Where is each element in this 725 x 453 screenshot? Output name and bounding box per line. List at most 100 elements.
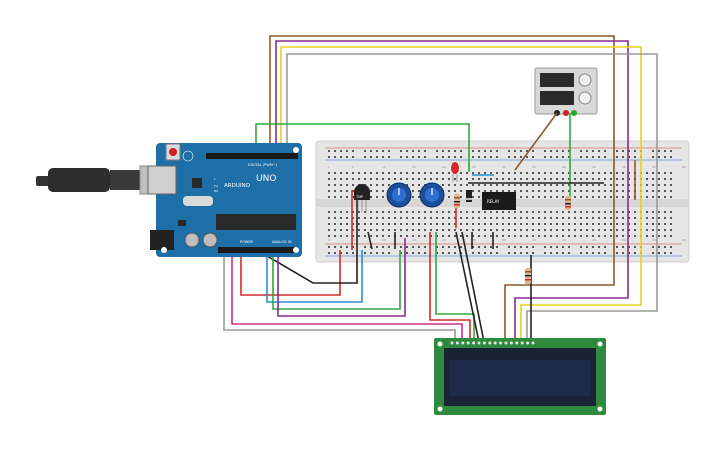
- breadboard-hole: [646, 172, 648, 174]
- breadboard-hole: [472, 211, 474, 213]
- breadboard-hole: [544, 217, 546, 219]
- breadboard-hole: [334, 184, 336, 186]
- breadboard-hole: [442, 184, 444, 186]
- breadboard-hole: [346, 252, 348, 254]
- breadboard-hole: [520, 172, 522, 174]
- breadboard-hole: [670, 252, 672, 254]
- breadboard-hole: [532, 217, 534, 219]
- breadboard-hole: [328, 184, 330, 186]
- resistor-2[interactable]: [565, 196, 571, 210]
- breadboard-hole: [538, 217, 540, 219]
- breadboard-hole: [574, 190, 576, 192]
- lcd-pin: [499, 341, 503, 345]
- relay[interactable]: RELAY: [482, 192, 516, 210]
- breadboard-hole: [550, 178, 552, 180]
- breadboard-hole: [604, 184, 606, 186]
- breadboard-hole: [562, 156, 564, 158]
- breadboard-hole: [460, 235, 462, 237]
- breadboard-hole: [562, 178, 564, 180]
- red-led[interactable]: [451, 162, 459, 182]
- breadboard-hole: [388, 246, 390, 248]
- breadboard-hole: [574, 196, 576, 198]
- breadboard-hole: [574, 229, 576, 231]
- breadboard-hole: [442, 235, 444, 237]
- breadboard-hole: [508, 172, 510, 174]
- breadboard-hole: [604, 190, 606, 192]
- breadboard-hole: [616, 252, 618, 254]
- breadboard-hole: [532, 211, 534, 213]
- breadboard-hole: [592, 229, 594, 231]
- breadboard-hole: [334, 150, 336, 152]
- breadboard-hole: [328, 223, 330, 225]
- breadboard-hole: [448, 196, 450, 198]
- breadboard-hole: [598, 150, 600, 152]
- temperature-sensor[interactable]: TMP: [354, 184, 370, 212]
- breadboard-hole: [502, 178, 504, 180]
- breadboard-hole: [484, 246, 486, 248]
- breadboard-hole: [544, 196, 546, 198]
- breadboard-hole: [634, 217, 636, 219]
- breadboard-hole: [364, 178, 366, 180]
- breadboard-hole: [670, 172, 672, 174]
- breadboard-hole: [400, 217, 402, 219]
- potentiometer-1[interactable]: [386, 182, 412, 208]
- breadboard-hole: [496, 190, 498, 192]
- breadboard-hole: [616, 184, 618, 186]
- breadboard-hole: [586, 184, 588, 186]
- breadboard-hole: [328, 190, 330, 192]
- diode[interactable]: [466, 190, 472, 202]
- breadboard-hole: [496, 252, 498, 254]
- lcd-display[interactable]: [434, 338, 606, 415]
- breadboard-hole: [670, 156, 672, 158]
- breadboard-hole: [436, 223, 438, 225]
- breadboard-hole: [400, 246, 402, 248]
- breadboard-hole: [448, 246, 450, 248]
- breadboard-hole: [406, 178, 408, 180]
- breadboard-hole: [538, 223, 540, 225]
- breadboard-hole: [394, 172, 396, 174]
- breadboard-hole: [574, 211, 576, 213]
- breadboard-hole: [514, 156, 516, 158]
- resistor-3[interactable]: [525, 268, 531, 284]
- breadboard-hole: [568, 172, 570, 174]
- breadboard-hole: [586, 150, 588, 152]
- column-marker: 30: [502, 238, 506, 242]
- column-marker: 55: [652, 165, 656, 169]
- breadboard-hole: [568, 229, 570, 231]
- arduino-board[interactable]: ARDUINO UNO DIGITAL (PWM~) POWER ANALOG …: [147, 143, 302, 257]
- breadboard-hole: [466, 172, 468, 174]
- breadboard-hole: [490, 252, 492, 254]
- breadboard-hole: [658, 178, 660, 180]
- breadboard-hole: [670, 229, 672, 231]
- usb-cable: [36, 165, 165, 195]
- breadboard-hole: [622, 190, 624, 192]
- breadboard-hole: [604, 223, 606, 225]
- breadboard-hole: [388, 172, 390, 174]
- breadboard-hole: [538, 190, 540, 192]
- breadboard-hole: [328, 150, 330, 152]
- breadboard-hole: [610, 190, 612, 192]
- resistor-1[interactable]: [454, 194, 460, 208]
- breadboard-hole: [670, 190, 672, 192]
- breadboard-hole: [478, 211, 480, 213]
- breadboard-hole: [550, 217, 552, 219]
- breadboard-hole: [424, 156, 426, 158]
- breadboard-hole: [550, 172, 552, 174]
- breadboard-hole: [580, 211, 582, 213]
- breadboard-hole: [514, 172, 516, 174]
- potentiometer-2[interactable]: [419, 182, 445, 208]
- breadboard-hole: [406, 246, 408, 248]
- breadboard-hole: [358, 223, 360, 225]
- breadboard-hole: [472, 172, 474, 174]
- breadboard-hole: [340, 150, 342, 152]
- breadboard-hole: [448, 190, 450, 192]
- breadboard-hole: [544, 229, 546, 231]
- breadboard-hole: [478, 235, 480, 237]
- power-supply[interactable]: [534, 67, 598, 116]
- breadboard-hole: [556, 178, 558, 180]
- breadboard-hole: [340, 246, 342, 248]
- breadboard-hole: [454, 246, 456, 248]
- breadboard-hole: [364, 150, 366, 152]
- breadboard-hole: [454, 150, 456, 152]
- breadboard-hole: [358, 211, 360, 213]
